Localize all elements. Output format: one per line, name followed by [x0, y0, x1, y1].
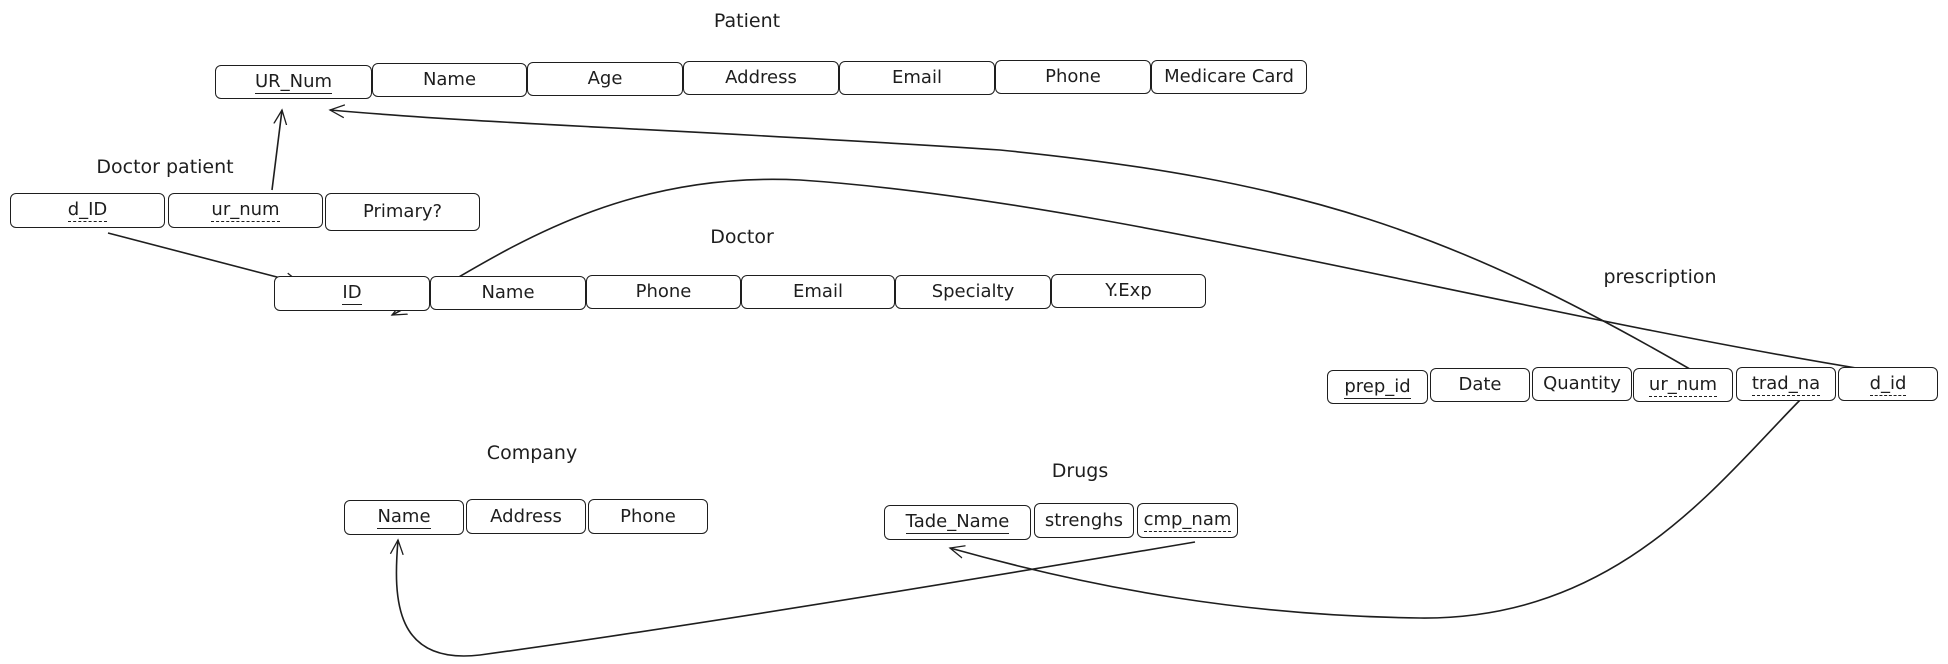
attr-drugs-cmp-nam[interactable]: cmp_nam — [1137, 503, 1238, 538]
entity-title-prescription: prescription — [1603, 266, 1717, 288]
entity-title-company: Company — [486, 442, 578, 464]
attr-presc-trad-na[interactable]: trad_na — [1736, 367, 1836, 401]
connector-dp-ur-to-patient[interactable] — [271, 110, 282, 191]
attr-company-name[interactable]: Name — [344, 500, 464, 535]
attr-doctor-phone[interactable]: Phone — [586, 275, 741, 309]
attr-patient-ur-num[interactable]: UR_Num — [215, 65, 372, 99]
attr-dp-primary[interactable]: Primary? — [325, 193, 480, 231]
attr-patient-email[interactable]: Email — [839, 61, 995, 95]
attr-doctor-email[interactable]: Email — [741, 275, 895, 309]
attr-patient-age[interactable]: Age — [527, 62, 683, 96]
attr-doctor-specialty[interactable]: Specialty — [895, 275, 1051, 309]
connector-presc-did-to-doctor[interactable] — [392, 178, 1869, 371]
attr-presc-d-id[interactable]: d_id — [1838, 367, 1938, 401]
entity-title-doctor-patient: Doctor patient — [96, 156, 234, 178]
connector-presc-ur-to-patient[interactable] — [330, 110, 1696, 373]
attr-presc-date[interactable]: Date — [1430, 368, 1530, 402]
entity-title-doctor: Doctor — [710, 226, 774, 248]
connector-dp-did-to-doctor[interactable] — [107, 232, 300, 283]
attr-doctor-name[interactable]: Name — [430, 276, 586, 310]
connector-drugs-cmp-to-company[interactable] — [396, 540, 1196, 657]
attr-company-phone[interactable]: Phone — [588, 499, 708, 534]
attr-company-address[interactable]: Address — [466, 499, 586, 534]
attr-drugs-strenghs[interactable]: strenghs — [1034, 503, 1134, 538]
attr-patient-address[interactable]: Address — [683, 61, 839, 95]
attr-doctor-y-exp[interactable]: Y.Exp — [1051, 274, 1206, 308]
attr-patient-name[interactable]: Name — [372, 63, 527, 97]
attr-drugs-tade-name[interactable]: Tade_Name — [884, 505, 1031, 540]
attr-presc-prep-id[interactable]: prep_id — [1327, 370, 1428, 404]
attr-presc-ur-num[interactable]: ur_num — [1633, 368, 1733, 402]
attr-doctor-id[interactable]: ID — [274, 276, 430, 311]
connector-presc-trad-to-drugs[interactable] — [950, 394, 1806, 619]
attr-dp-ur-num[interactable]: ur_num — [168, 193, 323, 228]
entity-title-patient: Patient — [713, 10, 781, 32]
attr-dp-d-id[interactable]: d_ID — [10, 193, 165, 228]
attr-patient-phone[interactable]: Phone — [995, 60, 1151, 94]
attr-patient-medicare-card[interactable]: Medicare Card — [1151, 60, 1307, 94]
attr-presc-quantity[interactable]: Quantity — [1532, 367, 1632, 401]
entity-title-drugs: Drugs — [1051, 460, 1109, 482]
